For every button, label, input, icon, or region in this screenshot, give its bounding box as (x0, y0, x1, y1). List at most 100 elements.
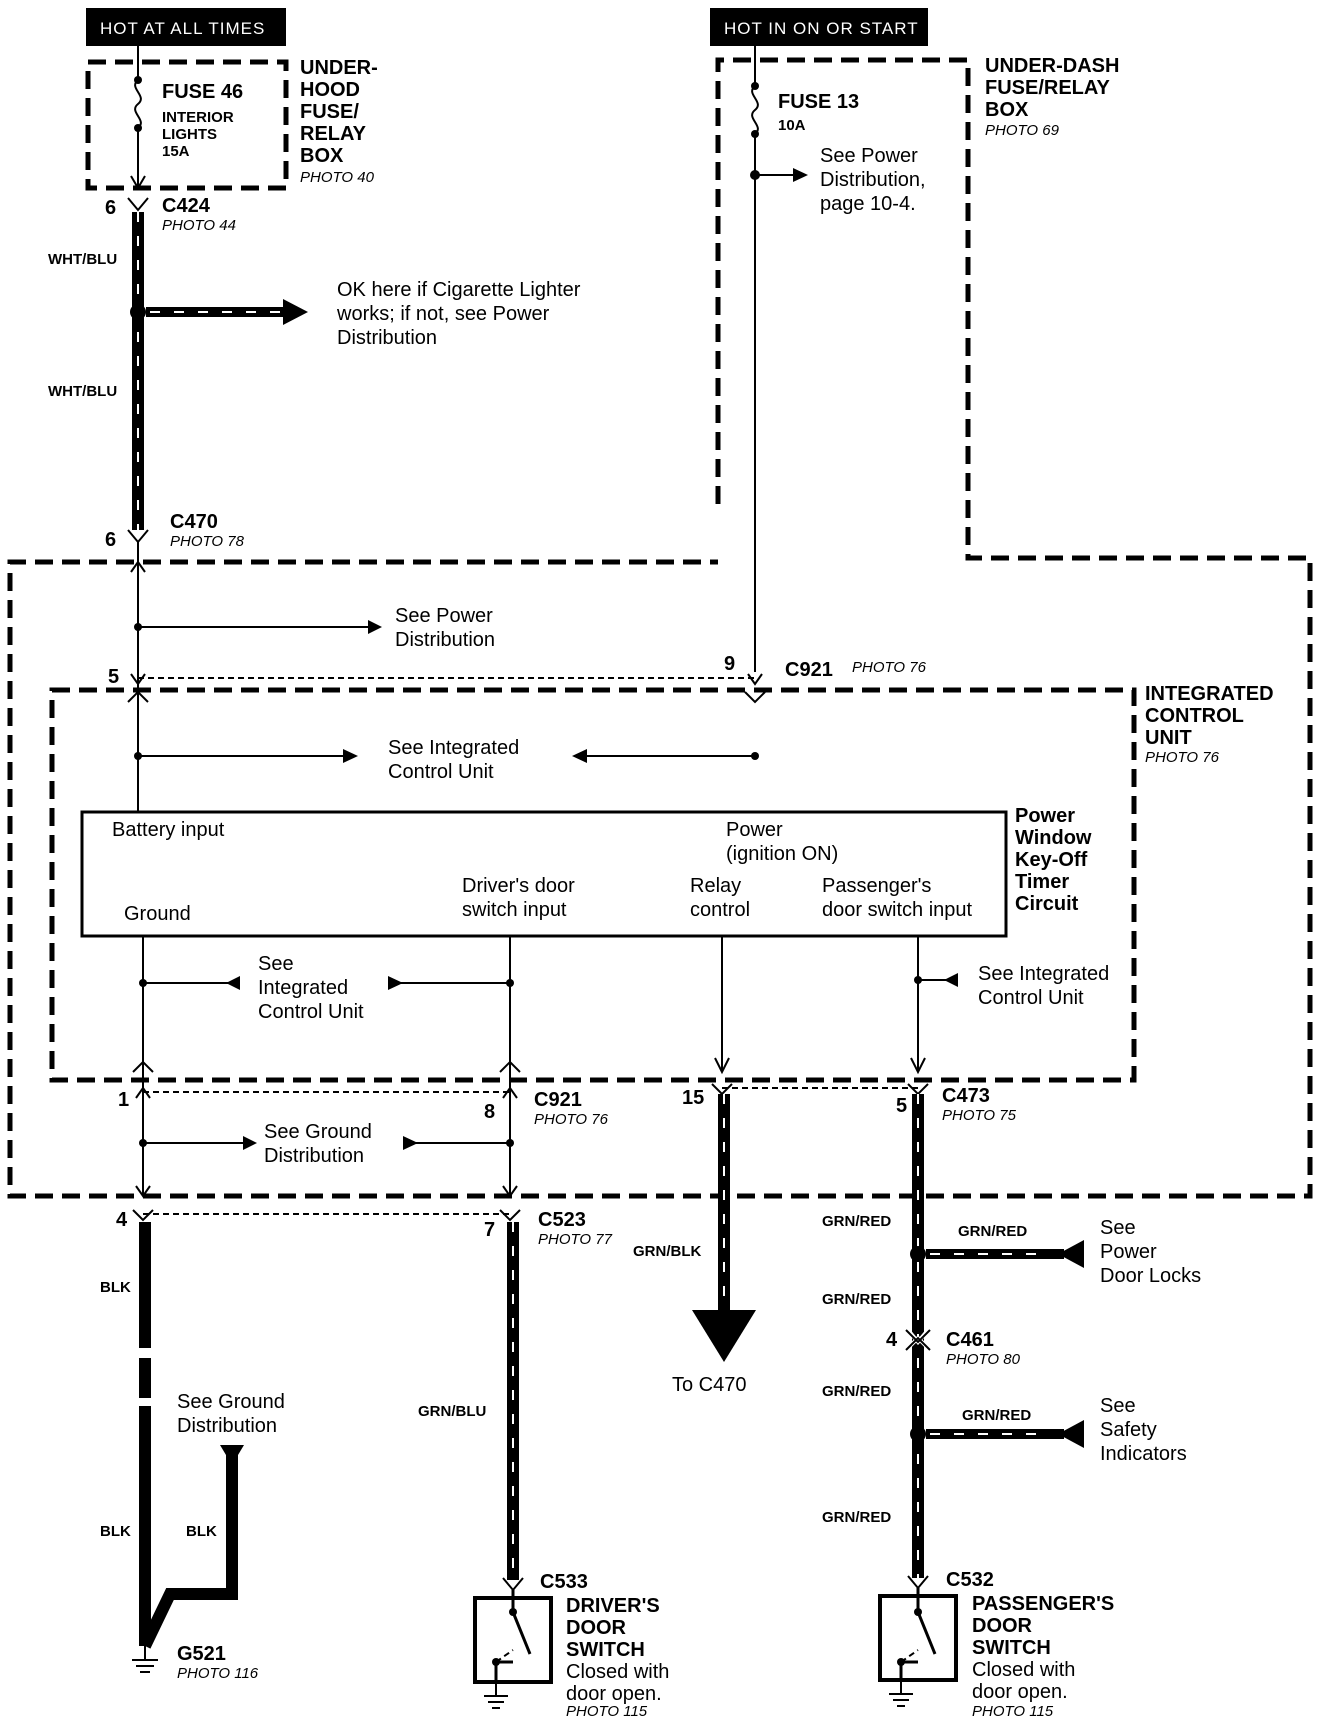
see-ground-dist2-l2: Distribution (177, 1415, 277, 1437)
grn-blu-label: GRN/BLU (418, 1403, 486, 1420)
driver-switch-photo: PHOTO 115 (566, 1703, 648, 1720)
underdash-l3: BOX (985, 99, 1029, 121)
icu-photo: PHOTO 76 (1145, 749, 1220, 766)
see-door-locks-l1: See (1100, 1217, 1136, 1239)
blk-label-3: BLK (186, 1523, 217, 1540)
c921-bot-pin8: 8 (484, 1101, 495, 1123)
grn-red-label-1: GRN/RED (822, 1213, 891, 1230)
g521-name: G521 (177, 1643, 226, 1665)
timer-ground: Ground (124, 903, 191, 925)
underhood-l2: HOOD (300, 79, 360, 101)
wht-blu-label-2: WHT/BLU (48, 383, 117, 400)
door-locks-arrow-icon (1058, 1240, 1084, 1268)
c473-pin15: 15 (682, 1087, 704, 1109)
underdash-photo: PHOTO 69 (985, 122, 1060, 139)
c523-pin4: 4 (116, 1209, 128, 1231)
icu-box-outline (49, 687, 1137, 1083)
grn-blk-label: GRN/BLK (633, 1243, 701, 1260)
hot-at-all-times-label: HOT AT ALL TIMES (100, 19, 265, 38)
see-door-locks-l3: Door Locks (1100, 1265, 1201, 1287)
wht-blu-label-1: WHT/BLU (48, 251, 117, 268)
c461-photo: PHOTO 80 (946, 1351, 1021, 1368)
c424-photo: PHOTO 44 (162, 217, 236, 234)
fuse46-amp: 15A (162, 143, 190, 160)
see-ground-arrow-icon (220, 1445, 244, 1465)
c470-photo: PHOTO 78 (170, 533, 245, 550)
c473-pin5: 5 (896, 1095, 907, 1117)
underdash-l2: FUSE/RELAY (985, 77, 1111, 99)
timer-relay-l2: control (690, 899, 750, 921)
timer-power-l2: (ignition ON) (726, 843, 838, 865)
underdash-l1: UNDER-DASH (985, 55, 1119, 77)
timer-power-l1: Power (726, 819, 783, 841)
see-power-page-l3: page 10-4. (820, 193, 916, 215)
timer-relay-l1: Relay (690, 875, 741, 897)
c533-name: C533 (540, 1571, 588, 1593)
underhood-l3: FUSE/ (300, 101, 359, 123)
c473-photo: PHOTO 75 (942, 1107, 1017, 1124)
see-icu-l2: Control Unit (388, 761, 494, 783)
icu-l1: INTEGRATED (1145, 683, 1274, 705)
grn-red-branch-1: GRN/RED (958, 1223, 1027, 1240)
g521-photo: PHOTO 116 (177, 1665, 259, 1682)
grn-red-label-4: GRN/RED (822, 1509, 891, 1526)
to-c470-label: To C470 (672, 1374, 747, 1396)
fuse13-name: FUSE 13 (778, 91, 859, 113)
see-power-dist-l2: Distribution (395, 629, 495, 651)
ground-symbol-icon (132, 1646, 158, 1673)
timer-battery-input: Battery input (112, 819, 225, 841)
ok-arrow-icon (283, 299, 308, 325)
ok-note-l3: Distribution (337, 327, 437, 349)
fuse46-symbol (134, 46, 142, 188)
see-icu-right-l1: See Integrated (978, 963, 1109, 985)
see-power-page-l1: See Power (820, 145, 918, 167)
c424-pin: 6 (105, 197, 116, 219)
c523-name: C523 (538, 1209, 586, 1231)
timer-title-l1: Power (1015, 805, 1075, 827)
c470-name: C470 (170, 511, 218, 533)
see-power-page-l2: Distribution, (820, 169, 926, 191)
icu-l3: UNIT (1145, 727, 1192, 749)
see-safety-l2: Safety (1100, 1419, 1157, 1441)
driver-switch-l3: SWITCH (566, 1639, 645, 1661)
underhood-l5: BOX (300, 145, 344, 167)
see-ground-dist-l1: See Ground (264, 1121, 372, 1143)
pass-switch-photo: PHOTO 115 (972, 1703, 1054, 1720)
see-ground-dist-l2: Distribution (264, 1145, 364, 1167)
fuse13-symbol (751, 46, 759, 672)
see-power-dist-l1: See Power (395, 605, 493, 627)
c921-top-name: C921 (785, 659, 833, 681)
timer-pass-l2: door switch input (822, 899, 973, 921)
hot-in-on-banner (710, 8, 928, 46)
c921-bot-name: C921 (534, 1089, 582, 1111)
grn-red-label-2: GRN/RED (822, 1291, 891, 1308)
timer-circuit-box (80, 810, 1008, 938)
hot-in-on-label: HOT IN ON OR START (724, 19, 919, 38)
blk-label-1: BLK (100, 1279, 131, 1296)
hot-at-all-times-banner (86, 8, 286, 46)
see-safety-l1: See (1100, 1395, 1136, 1417)
timer-driver-l1: Driver's door (462, 875, 575, 897)
c921-bot-pin1: 1 (118, 1089, 129, 1111)
see-icu-left-l2: Integrated (258, 977, 348, 999)
c461-name: C461 (946, 1329, 994, 1351)
fuse46-line2: LIGHTS (162, 126, 217, 143)
driver-switch-l5: door open. (566, 1683, 662, 1705)
to-c470-arrow-icon (692, 1310, 756, 1362)
grn-red-label-3: GRN/RED (822, 1383, 891, 1400)
pass-switch-l1: PASSENGER'S (972, 1593, 1114, 1615)
ok-note-l2: works; if not, see Power (336, 303, 550, 325)
c473-name: C473 (942, 1085, 990, 1107)
grn-red-branch-2: GRN/RED (962, 1407, 1031, 1424)
c461-pin: 4 (886, 1329, 898, 1351)
underhood-l1: UNDER- (300, 57, 378, 79)
timer-title-l2: Window (1015, 827, 1092, 849)
underhood-box-outline (85, 59, 289, 191)
see-icu-right-l2: Control Unit (978, 987, 1084, 1009)
underdash-box-outline (7, 57, 1313, 1199)
pass-switch-l2: DOOR (972, 1615, 1033, 1637)
timer-title-l4: Timer (1015, 871, 1069, 893)
underhood-l4: RELAY (300, 123, 367, 145)
timer-title-l5: Circuit (1015, 893, 1079, 915)
